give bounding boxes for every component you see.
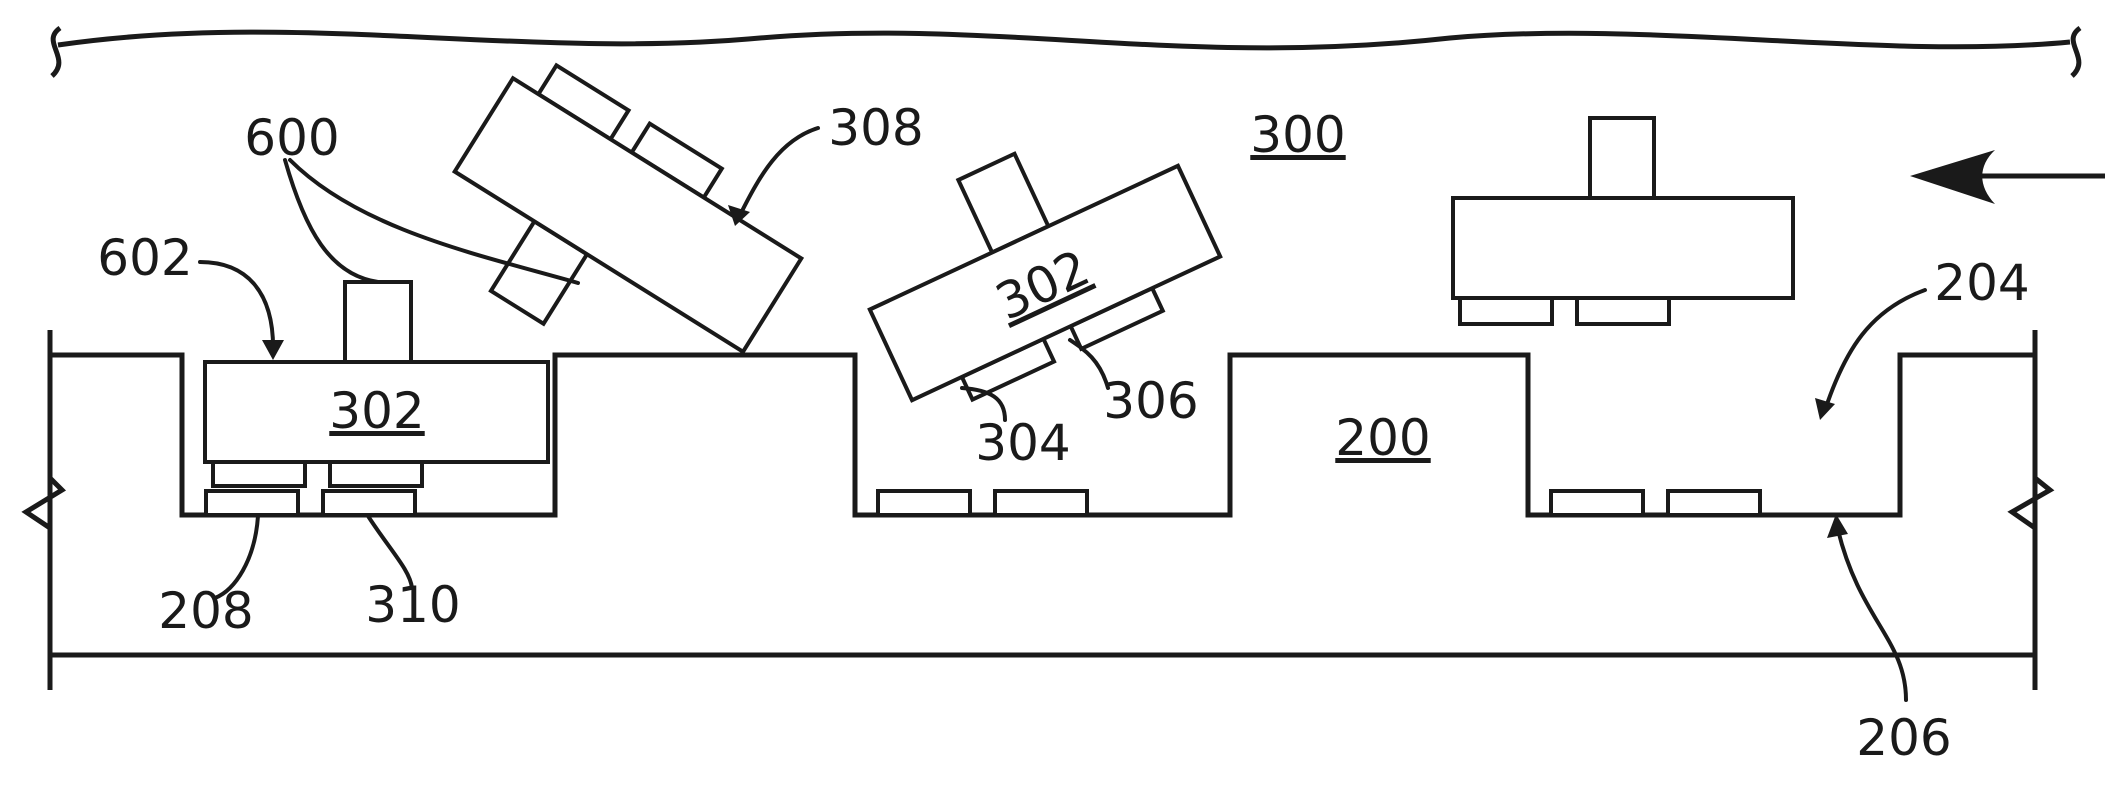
label-304: 304	[975, 414, 1070, 472]
fluid-boundary-wavy-line	[57, 29, 2071, 51]
leader-206	[1836, 528, 1908, 702]
label-306: 306	[1103, 372, 1198, 430]
well3-pad-right	[1666, 489, 1762, 517]
well2-pad-right	[993, 489, 1089, 517]
floating-component-post	[1588, 116, 1656, 200]
label-300: 300	[1250, 106, 1345, 164]
label-204: 204	[1934, 254, 2029, 312]
leader-304	[960, 386, 1007, 422]
label-302-seated: 302	[329, 382, 424, 440]
arrowhead-206	[1827, 514, 1848, 538]
seated-component-302	[203, 360, 550, 464]
floating-component-contact-left	[1458, 296, 1554, 326]
label-602: 602	[97, 229, 192, 287]
leader-208	[213, 514, 260, 600]
floating-component-contact-right	[1575, 296, 1671, 326]
label-208: 208	[158, 582, 253, 640]
leader-600-b	[288, 158, 580, 285]
label-200: 200	[1335, 409, 1430, 467]
floating-component-body	[1451, 196, 1795, 300]
break-mark-left-top	[50, 25, 62, 78]
well2-pad-left	[876, 489, 972, 517]
flow-arrow-head	[1910, 150, 1995, 204]
leader-600-a	[283, 158, 380, 284]
break-mark-right	[2007, 476, 2055, 531]
leader-306	[1068, 338, 1110, 390]
label-600: 600	[244, 109, 339, 167]
well-pad-208	[204, 489, 300, 517]
leader-602	[198, 260, 276, 356]
label-308: 308	[828, 99, 923, 157]
component-308-body	[451, 75, 805, 355]
label-206: 206	[1856, 709, 1951, 767]
arrowhead-602	[262, 340, 284, 360]
break-mark-right-top	[2070, 25, 2082, 78]
leader-204	[1823, 288, 1927, 412]
arrowhead-204	[1815, 398, 1835, 420]
leader-310	[366, 514, 414, 590]
component-contact-left	[211, 460, 307, 488]
label-310: 310	[365, 576, 460, 634]
seated-component-post-600	[343, 280, 413, 364]
tilted-component-302: 302	[867, 151, 1223, 403]
well-pad-310	[321, 489, 417, 517]
well3-pad-left	[1549, 489, 1645, 517]
component-302-body	[867, 163, 1223, 403]
arrowhead-308	[728, 205, 750, 226]
component-contact-right	[328, 460, 424, 488]
leader-308	[738, 126, 820, 217]
break-mark-left	[21, 476, 67, 531]
